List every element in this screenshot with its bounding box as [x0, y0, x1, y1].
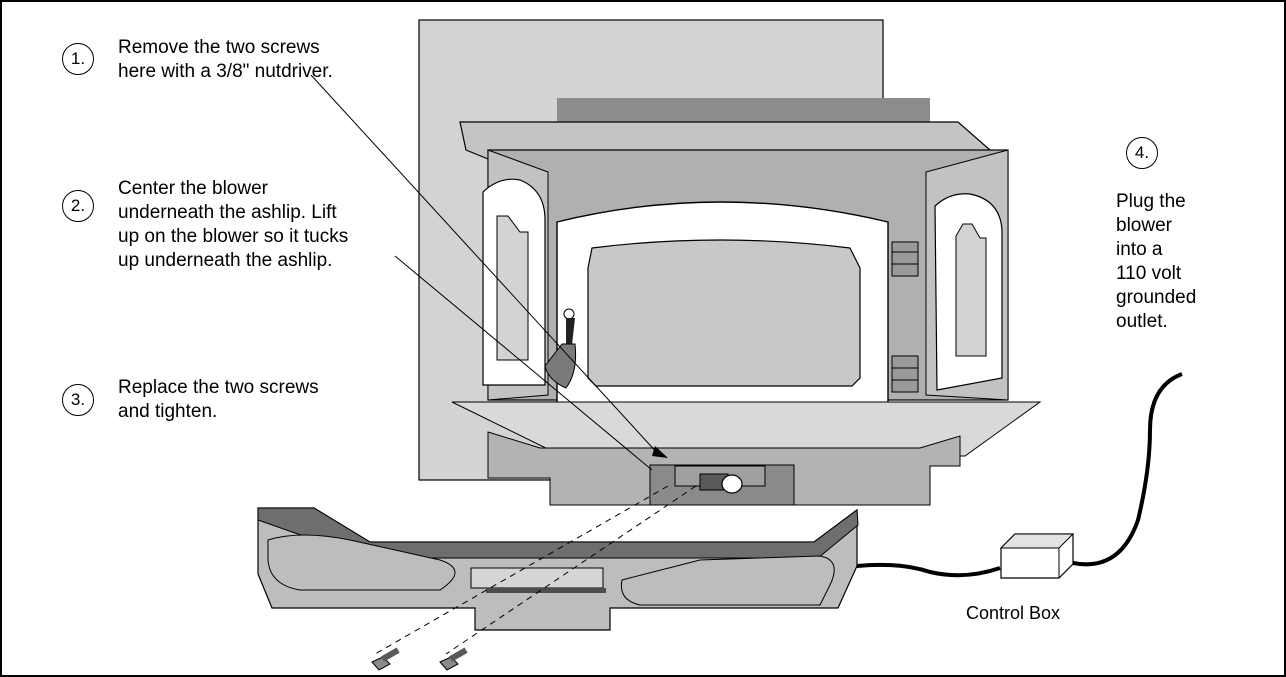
door-glass: [587, 239, 861, 387]
step-4-number: 4.: [1126, 137, 1158, 169]
control-box: [999, 533, 1075, 579]
pointer-line-step1: [310, 74, 661, 457]
blower-cord: [856, 562, 1001, 578]
hinge-bottom: [891, 355, 919, 393]
step-2-text: Center the blower underneath the ashlip.…: [118, 178, 349, 271]
blower-unit: [257, 507, 859, 631]
control-box-label: Control Box: [966, 603, 1061, 623]
pointer-line-step2: [394, 255, 653, 471]
screw-left: [371, 647, 400, 671]
hinge-top: [891, 241, 919, 277]
power-cord: [1072, 372, 1183, 567]
mounted-screw: [699, 473, 743, 494]
step-4-text: Plug the blower into a 110 volt grounded…: [1116, 191, 1197, 332]
step-3-text: Replace the two screws and tighten.: [118, 377, 319, 422]
step-3-number: 3.: [62, 384, 94, 416]
step-1-number: 1.: [62, 43, 94, 75]
screw-right: [439, 647, 468, 671]
step-2-number: 2.: [62, 190, 94, 222]
step-1-text: Remove the two screws here with a 3/8" n…: [118, 37, 333, 82]
ashlip: [451, 401, 1042, 457]
